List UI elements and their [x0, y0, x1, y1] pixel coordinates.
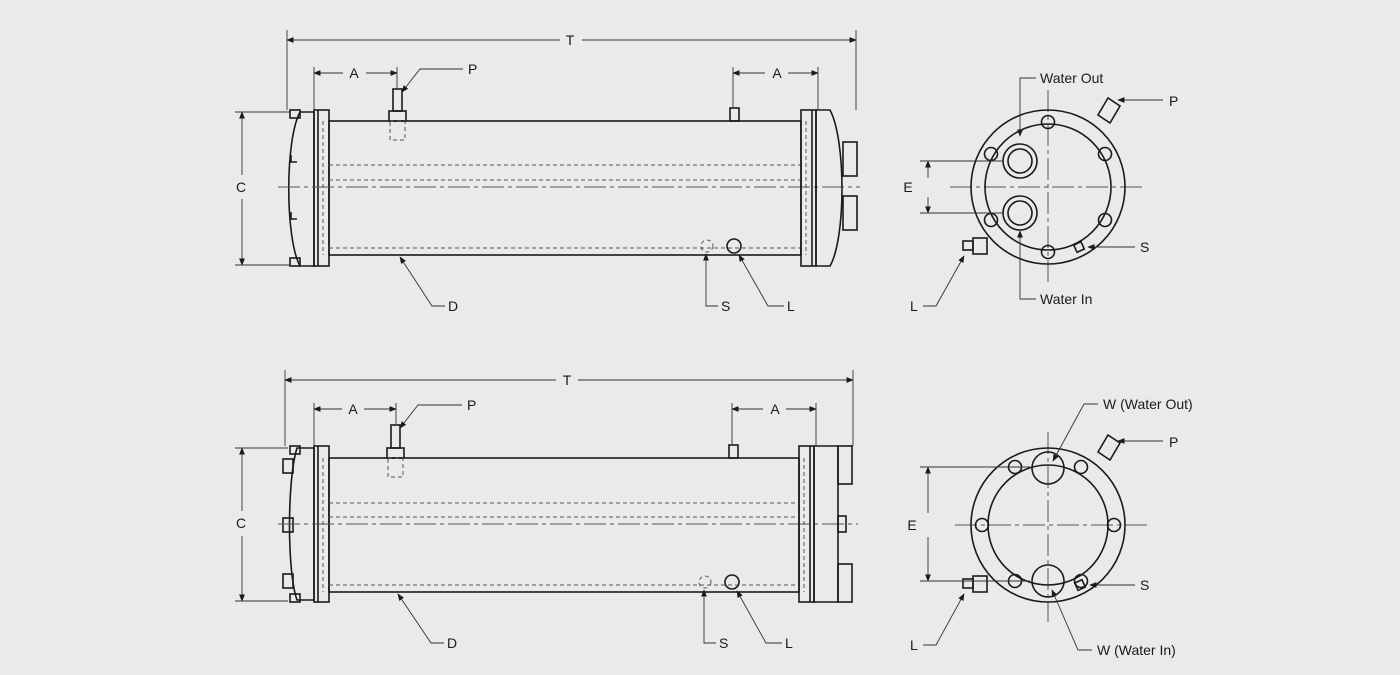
top-side-view: T A A C P D S L [235, 30, 860, 314]
end-callout-l-label: L [910, 298, 918, 314]
water-in-label: W (Water In) [1097, 642, 1176, 658]
end-plate-inner [984, 123, 1112, 251]
left-flange [313, 109, 330, 267]
water-in-nozzle [842, 195, 858, 231]
water-out-nozzle [842, 141, 858, 177]
end-callout-p-label: P [1169, 434, 1178, 450]
water-out-label: Water Out [1040, 70, 1103, 86]
bottom-side-view: T A A C P D S L [235, 370, 858, 651]
end-plate-outer [970, 109, 1126, 265]
callout-d-label: D [448, 298, 458, 314]
water-out-label: W (Water Out) [1103, 396, 1193, 412]
top-end-view: E Water Out Water In P S L [903, 70, 1178, 314]
bottom-end-view: E W (Water Out) W (Water In) P S L [907, 396, 1192, 658]
end-callout-s-label: S [1140, 239, 1149, 255]
end-plate-outer [970, 447, 1126, 603]
callout-p-label: P [467, 397, 476, 413]
end-drain-fitting [972, 237, 988, 255]
callout-d-label: D [447, 635, 457, 651]
dim-t-label: T [566, 32, 575, 48]
right-end-cap [815, 109, 843, 267]
drain-port [726, 238, 742, 254]
shell [328, 457, 800, 593]
dim-a-right-label: A [772, 65, 782, 81]
dim-t-label: T [563, 372, 572, 388]
water-in-port [1031, 564, 1065, 598]
shell [328, 120, 802, 256]
dim-c-label: C [236, 515, 246, 531]
water-out-port [1031, 451, 1065, 485]
left-end-cap [288, 111, 315, 267]
callout-l-label: L [785, 635, 793, 651]
left-cap-lug-bottom [289, 257, 301, 267]
end-callout-p-label: P [1169, 93, 1178, 109]
top-right-fitting [729, 107, 740, 122]
dim-c-label: C [236, 179, 246, 195]
dim-e-label: E [907, 517, 916, 533]
vent-fitting [390, 424, 401, 449]
callout-s-label: S [719, 635, 728, 651]
end-drain-fitting [972, 575, 988, 593]
dim-e-label: E [903, 179, 912, 195]
dim-a-left-label: A [349, 65, 359, 81]
vent-fitting [392, 88, 403, 112]
end-vent-fitting [1096, 96, 1122, 125]
right-flange [800, 109, 817, 267]
drain-port [724, 574, 740, 590]
end-callout-l-label: L [910, 637, 918, 653]
water-in-label: Water In [1040, 291, 1092, 307]
end-sensor-fitting [1072, 240, 1086, 254]
sensor-port [698, 575, 712, 589]
callout-p-label: P [468, 61, 477, 77]
left-cap-lug-top [289, 109, 301, 119]
end-callout-s-label: S [1140, 577, 1149, 593]
sensor-port [700, 239, 714, 253]
dim-a-left-label: A [348, 401, 358, 417]
callout-l-label: L [787, 298, 795, 314]
end-vent-fitting [1096, 433, 1122, 462]
dim-a-right-label: A [770, 401, 780, 417]
callout-s-label: S [721, 298, 730, 314]
